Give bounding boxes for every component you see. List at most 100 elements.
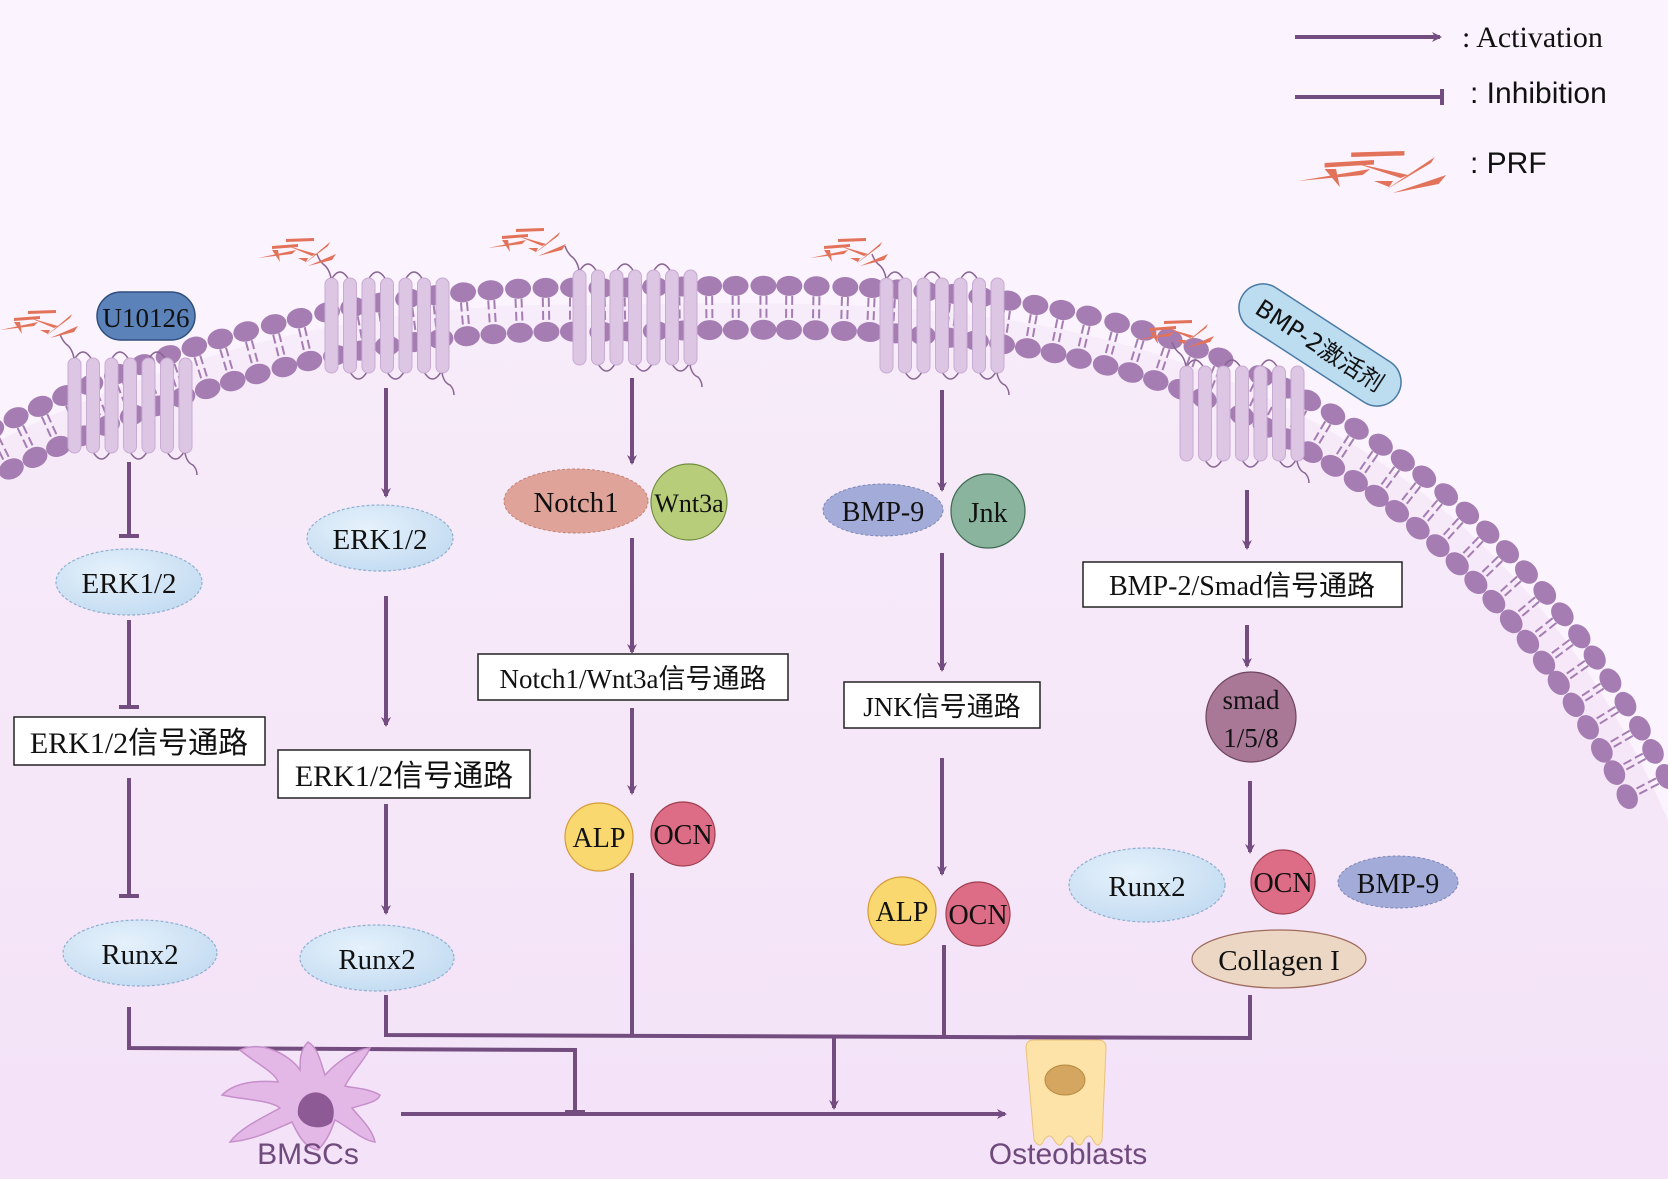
legend-prf-label: : PRF: [1470, 147, 1547, 180]
phospholipid-tail: [1533, 617, 1554, 634]
phospholipid-head: [832, 276, 859, 297]
p1-runx2-node: Runx2: [62, 919, 218, 987]
phospholipid-tail: [1031, 315, 1038, 340]
phospholipid-tail: [1425, 503, 1443, 524]
phospholipid-head: [286, 307, 313, 329]
phospholipid-tail: [411, 307, 417, 332]
seven-transmembrane-receptor-icon: [564, 245, 703, 388]
phospholipid-tail: [892, 299, 896, 324]
phospholipid-tail: [1057, 320, 1065, 345]
phospholipid-tail: [250, 340, 260, 364]
phospholipid-head: [1562, 692, 1585, 717]
phospholipid-tail: [487, 300, 491, 325]
phospholipid-head: [1482, 589, 1506, 614]
p2-erk-node: ERK1/2: [306, 504, 454, 572]
phospholipid-head: [1426, 534, 1450, 558]
p2-runx2-label: Runx2: [338, 944, 415, 976]
p2-box-label: ERK1/2信号通路: [295, 760, 513, 793]
phospholipid-head: [1455, 501, 1480, 525]
legend: : Activation : Inhibition : PRF: [1295, 21, 1607, 193]
phospholipid-tail: [1516, 596, 1536, 614]
prf-icon: [810, 238, 888, 266]
phospholipid-tail: [465, 301, 471, 327]
phospholipid-tail: [297, 328, 306, 353]
phospholipid-tail: [840, 296, 843, 321]
p3-ocn-node: OCN: [650, 801, 716, 867]
phospholipid-head: [750, 275, 777, 296]
phospholipid-tail: [1579, 682, 1601, 698]
phospholipid-head: [27, 395, 53, 417]
phospholipid-tail: [1363, 454, 1379, 476]
phospholipid-tail: [1480, 555, 1499, 574]
p4-alp-label: ALP: [876, 897, 929, 928]
p5-pathway-box: BMP-2/Smad信号通路: [1082, 561, 1403, 608]
prf-icon: [258, 238, 336, 266]
inhibition-merge-line: [127, 1007, 577, 1113]
phospholipid-tail: [225, 347, 234, 371]
phospholipid-head: [1583, 645, 1606, 670]
phospholipid-head: [1532, 650, 1556, 675]
p3-notch1-label: Notch1: [533, 487, 618, 519]
phospholipid-tail: [1083, 326, 1091, 350]
p4-bmp9-label: BMP-9: [842, 497, 924, 528]
phospholipid-tail: [1421, 499, 1439, 520]
p4-pathway-box: JNK信号通路: [843, 681, 1041, 729]
p3-wnt3a-node: Wnt3a: [650, 463, 728, 541]
phospholipid-head: [1577, 715, 1599, 740]
phospholipid-head: [1568, 624, 1591, 649]
phospholipid-head: [1642, 739, 1664, 764]
phospholipid-tail: [872, 298, 876, 323]
phospholipid-head: [1464, 570, 1488, 595]
phospholipid-tail: [1637, 782, 1660, 796]
p3-notch1-node: Notch1: [503, 468, 649, 534]
p5-collagen-label: Collagen I: [1218, 945, 1340, 977]
p1-erk-label: ERK1/2: [81, 568, 176, 600]
phospholipid-tail: [1441, 517, 1460, 537]
phospholipid-tail: [219, 349, 228, 373]
u10126-badge: U10126: [96, 291, 196, 341]
phospholipid-tail: [1077, 324, 1085, 349]
prf-icon: [0, 310, 78, 338]
p4-jnk-node: Jnk: [950, 473, 1026, 549]
phospholipid-head: [1320, 454, 1346, 477]
phospholipid-tail: [0, 450, 6, 462]
phospholipid-head: [1445, 552, 1469, 576]
phospholipid-tail: [866, 297, 870, 322]
phospholipid-tail: [1564, 660, 1586, 676]
phospholipid-tail: [193, 357, 203, 381]
phospholipid-tail: [1339, 438, 1355, 460]
phospholipid-head: [775, 319, 802, 340]
phospholipid-tail: [1461, 536, 1480, 556]
phospholipid-head: [181, 336, 208, 358]
p1-runx2-label: Runx2: [101, 939, 178, 971]
phospholipid-tail: [303, 327, 312, 351]
phospholipid-head: [450, 282, 477, 303]
p4-alp-node: ALP: [867, 876, 937, 946]
bmsc-cell-icon: [220, 1041, 381, 1151]
p4-jnk-label: Jnk: [969, 498, 1008, 529]
phospholipid-head: [271, 356, 298, 378]
phospholipid-tail: [1334, 435, 1350, 457]
phospholipid-head: [1434, 483, 1459, 506]
phospholipid-tail: [514, 298, 518, 323]
phospholipid-head: [1603, 760, 1626, 785]
connectors: [119, 378, 1255, 1119]
phospholipid-head: [1547, 670, 1570, 695]
phospholipid-head: [1130, 320, 1157, 341]
phospholipid-head: [1405, 516, 1430, 540]
phospholipid-tail: [1155, 347, 1165, 371]
phospholipid-tail: [493, 299, 497, 325]
phospholipid-tail: [1129, 338, 1139, 363]
phospholipid-head: [296, 350, 323, 372]
phospholipid-head: [46, 435, 72, 457]
phospholipid-head: [750, 319, 777, 340]
phospholipid-tail: [272, 334, 280, 359]
phospholipid-tail: [356, 316, 364, 341]
phospholipid-tail: [1135, 340, 1145, 365]
phospholipid-tail: [22, 424, 35, 448]
phospholipid-tail: [199, 355, 209, 379]
phospholipid-head: [22, 446, 48, 469]
phospholipid-tail: [40, 416, 53, 439]
p5-bmp9-node: BMP-9: [1337, 855, 1459, 909]
p5-box-label: BMP-2/Smad信号通路: [1109, 570, 1375, 602]
